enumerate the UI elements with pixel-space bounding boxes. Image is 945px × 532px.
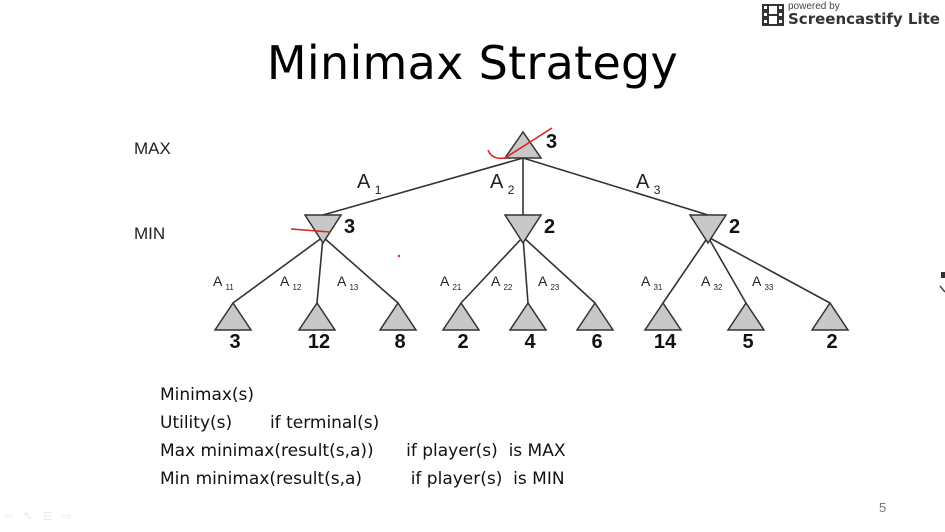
tree-nodes xyxy=(213,130,850,331)
min2-action-label-2: A 22 xyxy=(491,273,513,292)
film-icon xyxy=(762,3,784,26)
strike-annotation xyxy=(290,228,331,233)
watermark-powered-by: powered by xyxy=(788,1,840,12)
leaf-node-2 xyxy=(297,301,337,331)
max-level-label: MAX xyxy=(134,139,171,158)
slide-nav-controls: ⇦ ✎ ☰ ⇨ xyxy=(4,510,72,523)
next-arrow-icon[interactable]: ⇨ xyxy=(62,511,72,523)
formula-line-3: Max minimax(result(s,a)) if player(s) is… xyxy=(160,441,566,461)
leaf-node-4 xyxy=(441,301,481,331)
leaf-value-8: 5 xyxy=(742,331,753,353)
edge-min3-to-leaf1 xyxy=(662,236,709,304)
dot-annotation xyxy=(397,254,401,258)
check-mark-annotation xyxy=(487,127,553,160)
leaf-value-7: 14 xyxy=(654,331,677,353)
leaf-value-6: 6 xyxy=(591,331,602,353)
min-node-value-3: 2 xyxy=(729,216,740,238)
min3-action-label-3: A 33 xyxy=(752,273,774,292)
edge-min2-to-leaf2 xyxy=(522,236,529,304)
slide-title: Minimax Strategy xyxy=(266,36,679,90)
root-action-label-2: A 2 xyxy=(490,171,515,197)
pen-annotations xyxy=(290,127,553,258)
tree-labels: 3 3 2 2 3 12 8 2 4 6 14 5 2 A 1 A 2 A 3 A 11 A 12 A 13 A 21… xyxy=(213,131,838,353)
edge-min1-to-leaf3 xyxy=(322,236,399,304)
leaf-value-9: 2 xyxy=(826,331,837,353)
root-value: 3 xyxy=(546,131,557,153)
leaf-node-7 xyxy=(643,301,683,331)
leaf-node-6 xyxy=(575,301,615,331)
edge-min3-to-leaf2 xyxy=(707,236,747,304)
min-node-3 xyxy=(688,214,728,245)
menu-icon[interactable]: ☰ xyxy=(42,511,53,523)
edge-min1-to-leaf2 xyxy=(316,236,324,304)
min-node-2 xyxy=(503,214,543,245)
page-number: 5 xyxy=(879,500,887,515)
edge-root-to-min-1 xyxy=(322,157,524,216)
edge-min2-to-leaf3 xyxy=(522,236,596,304)
leaf-node-3 xyxy=(378,301,418,331)
game-tree: 3 3 2 2 3 12 8 2 4 6 14 5 2 A 1 A 2 A 3 A 11 A 12 A 13 A 21… xyxy=(213,127,850,353)
leaf-value-5: 4 xyxy=(524,331,536,353)
prev-arrow-icon[interactable]: ⇦ xyxy=(4,511,14,523)
leaf-node-8 xyxy=(726,301,766,331)
screencastify-watermark: powered by Screencastify Lite xyxy=(762,2,940,27)
min1-action-label-3: A 13 xyxy=(337,273,359,292)
leaf-value-3: 8 xyxy=(394,331,405,353)
tree-edges xyxy=(232,157,831,304)
edge-root-to-min-3 xyxy=(522,157,709,216)
edge-min2-to-leaf1 xyxy=(460,236,524,304)
leaf-node-5 xyxy=(508,301,548,331)
min2-action-label-3: A 23 xyxy=(538,273,560,292)
min1-action-label-1: A 11 xyxy=(213,273,234,292)
root-action-label-1: A 1 xyxy=(357,171,382,197)
min-level-label: MIN xyxy=(134,224,166,243)
min-node-1 xyxy=(303,214,343,245)
min3-action-label-1: A 31 xyxy=(641,273,663,292)
formula-line-4: Min minimax(result(s,a) if player(s) is … xyxy=(160,469,565,489)
leaf-value-2: 12 xyxy=(308,331,330,353)
min-node-value-2: 2 xyxy=(544,216,555,238)
leaf-node-9 xyxy=(810,301,850,331)
cropped-edge-glyph xyxy=(939,272,945,293)
min1-action-label-2: A 12 xyxy=(280,273,302,292)
leaf-value-4: 2 xyxy=(457,331,468,353)
watermark-brand: Screencastify Lite xyxy=(788,10,940,28)
edge-min1-to-leaf1 xyxy=(232,236,324,304)
root-action-label-3: A 3 xyxy=(636,171,661,197)
leaf-value-1: 3 xyxy=(229,331,240,353)
leaf-node-1 xyxy=(213,301,253,331)
min3-action-label-2: A 32 xyxy=(701,273,723,292)
min2-action-label-1: A 21 xyxy=(440,273,462,292)
formula-line-2: Utility(s) if terminal(s) xyxy=(160,413,380,433)
pen-icon[interactable]: ✎ xyxy=(23,511,33,523)
formula-line-1: Minimax(s) xyxy=(160,385,255,405)
edge-min3-to-leaf3 xyxy=(707,236,831,304)
min-node-value-1: 3 xyxy=(344,216,355,238)
